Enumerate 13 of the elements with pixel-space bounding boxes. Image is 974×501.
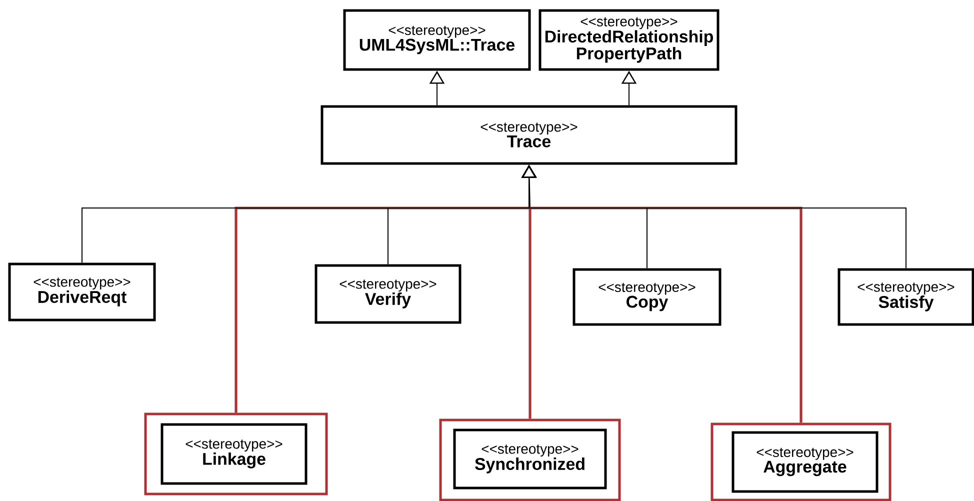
stereotype-box: <<stereotype>> Verify [314,264,462,324]
stereotype-box: <<stereotype>> Synchronized [453,428,607,490]
stereotype-box: <<stereotype>> Satisfy [838,268,974,326]
stereotype-box: <<stereotype>> Linkage [160,423,308,485]
frame-box [144,412,328,496]
stereotype-box: <<stereotype>> UML4SysML::Trace [343,9,531,71]
stereotype-box: <<stereotype>> DirectedRelationship PropertyPath [538,9,720,71]
stereotype-box: <<stereotype>> Copy [572,268,722,326]
stereotype-box: <<stereotype>> Trace [320,105,738,165]
frame-box [710,422,892,501]
stereotype-box: <<stereotype>> Aggregate [732,431,878,493]
frame-box [439,418,621,501]
stereotype-box: <<stereotype>> DeriveReqt [8,262,156,322]
